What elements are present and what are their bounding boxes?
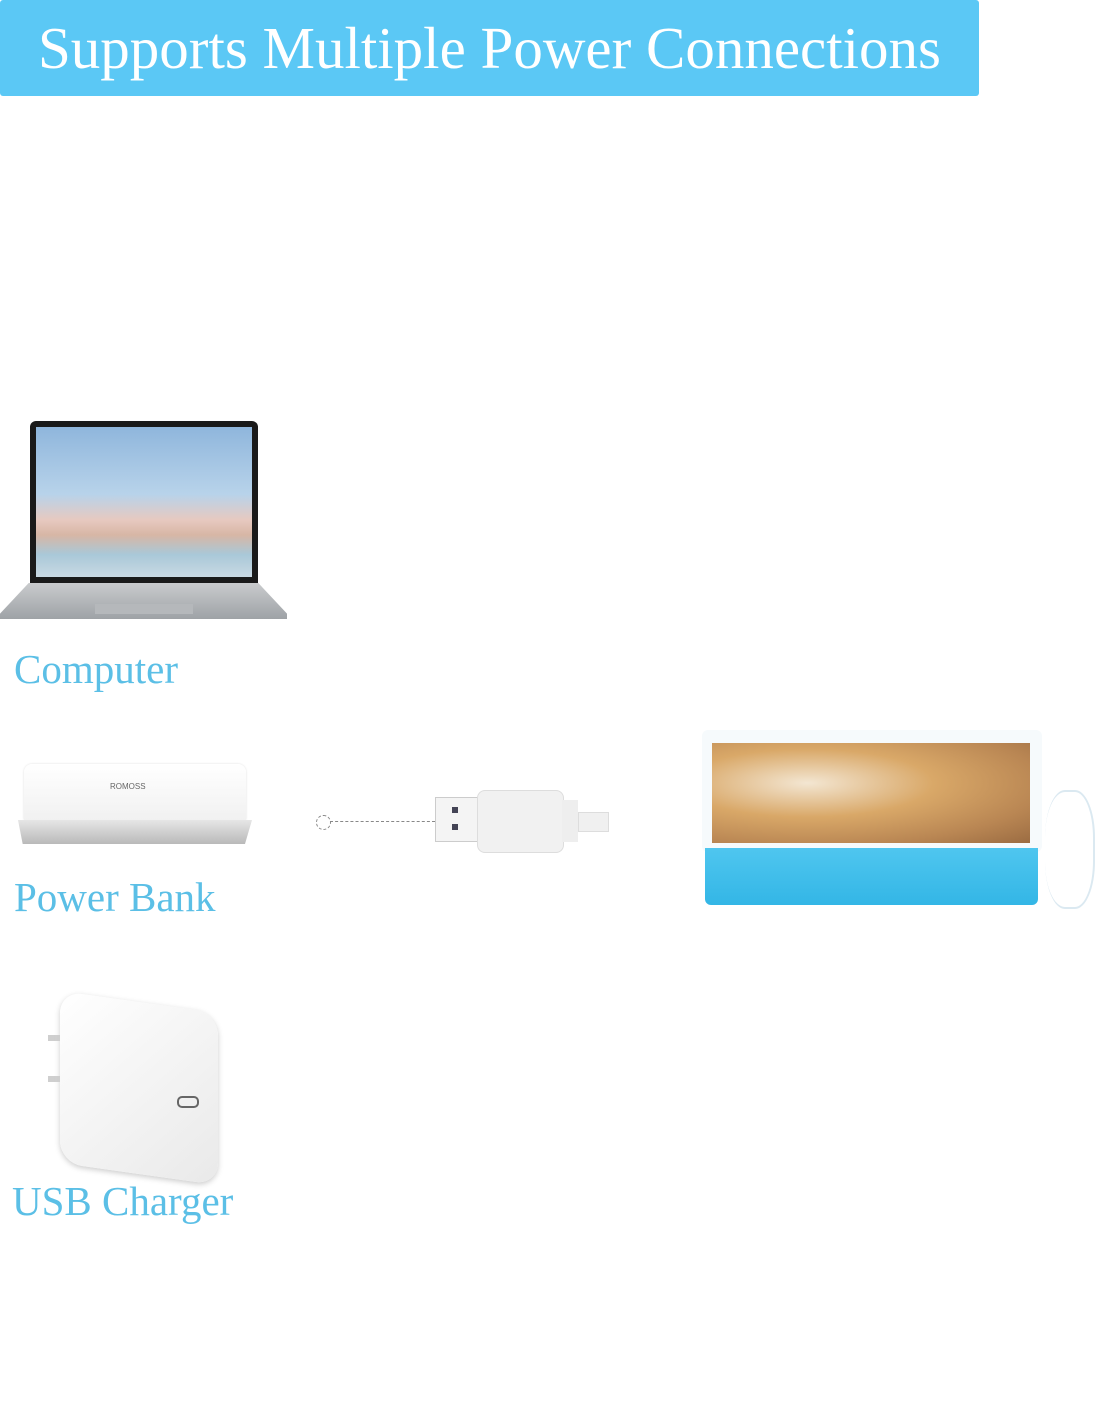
usb-charger-image xyxy=(45,990,225,1186)
banner-title: Supports Multiple Power Connections xyxy=(37,14,941,81)
usb-cable-image xyxy=(314,788,609,854)
title-banner: Supports Multiple Power Connections xyxy=(0,0,979,96)
computer-label: Computer xyxy=(14,646,178,692)
power-bank-brand: ROMOSS xyxy=(110,782,146,791)
laptop-image xyxy=(0,420,290,625)
power-bank-label: Power Bank xyxy=(14,874,216,920)
sand-drawing-box-image xyxy=(700,730,1100,910)
usb-charger-label: USB Charger xyxy=(12,1178,234,1224)
power-bank-image: ROMOSS xyxy=(18,764,252,844)
